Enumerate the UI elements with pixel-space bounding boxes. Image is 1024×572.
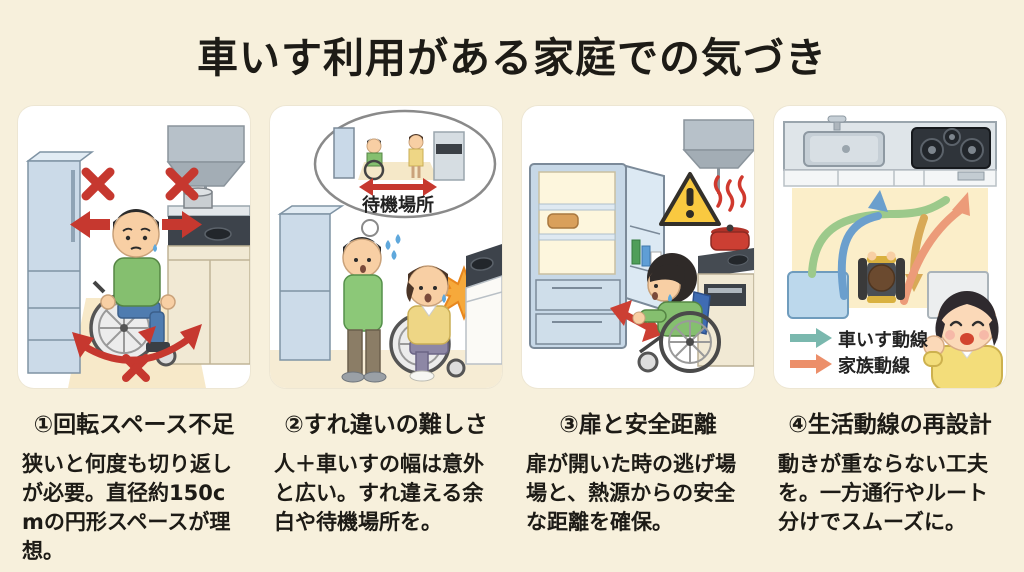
stove-counter-icon — [465, 244, 502, 365]
caption-turning-space: ①回転スペース不足 狭いと何度も切り返しが必要。直径約150cmの円形スペースが… — [18, 412, 250, 566]
flow-redesign-scene: 車いす動線 家族動線 — [783, 115, 1003, 388]
passing-scene: 待機場所 — [270, 109, 502, 388]
standing-man-icon — [341, 234, 401, 383]
sink-icon — [803, 115, 885, 167]
wheelchair-user-icon — [89, 209, 177, 367]
illustration-flow-redesign: 車いす動線 家族動線 — [774, 106, 1006, 388]
stove-top-icon — [911, 127, 991, 181]
caption-body: 人＋車いすの幅は意外と広い。すれ違える余白や待機場所を。 — [274, 452, 484, 535]
turning-space-scene — [25, 125, 250, 388]
legend-wheelchair-route: 車いす動線 — [838, 329, 928, 351]
caption-heading: ③扉と安全距離 — [559, 412, 717, 438]
caption-heading: ②すれ違いの難しさ — [284, 412, 488, 438]
thought-bubble: 待機場所 — [313, 109, 497, 250]
illustration-turning-space — [18, 106, 250, 388]
fridge-icon — [25, 151, 95, 374]
illustration-door-safety — [522, 106, 754, 388]
column-door-safety: ③扉と安全距離 扉が開いた時の逃げ場場と、熱源からの安全な距離を確保。 — [522, 106, 754, 566]
direction-arrows — [70, 211, 202, 358]
hot-pot-icon — [710, 175, 750, 251]
explaining-woman-icon — [923, 291, 1003, 388]
no-space-marks — [80, 167, 199, 382]
panel-grid: ①回転スペース不足 狭いと何度も切り返しが必要。直径約150cmの円形スペースが… — [0, 106, 1024, 566]
caption-passing: ②すれ違いの難しさ 人＋車いすの幅は意外と広い。すれ違える余白や待機場所を。 — [270, 412, 502, 537]
flow-arrows — [808, 190, 970, 305]
caption-body: 動きが重ならない工夫を。一方通行やルート分けでスムーズに。 — [778, 452, 988, 535]
caption-body: 扉が開いた時の逃げ場場と、熱源からの安全な距離を確保。 — [526, 452, 736, 535]
illustration-passing: 待機場所 — [270, 106, 502, 388]
fridge-icon — [277, 205, 345, 361]
column-flow-redesign: 車いす動線 家族動線 ④生活動線の再設計 動きが重ならない工夫を。一方通行やルー… — [774, 106, 1006, 566]
stove-counter-icon — [167, 187, 250, 365]
column-passing: 待機場所 — [270, 106, 502, 566]
stove-counter-icon — [697, 248, 754, 367]
wheelchair-user-icon — [632, 253, 721, 373]
warning-triangle-icon — [659, 172, 721, 226]
range-hood-icon — [682, 119, 754, 194]
caption-body: 狭いと何度も切り返しが必要。直径約150cmの円形スペースが理想。 — [22, 452, 232, 564]
caption-flow-redesign: ④生活動線の再設計 動きが重ならない工夫を。一方通行やルート分けでスムーズに。 — [774, 412, 1006, 537]
flow-legend: 車いす動線 家族動線 — [790, 328, 928, 377]
page-title: 車いす利用がある家庭での気づき — [197, 34, 827, 82]
door-safety-scene — [529, 119, 754, 373]
column-turning-space: ①回転スペース不足 狭いと何度も切り返しが必要。直径約150cmの円形スペースが… — [18, 106, 250, 566]
caption-heading: ①回転スペース不足 — [33, 412, 235, 438]
wheelchair-topdown-icon — [858, 251, 905, 303]
table-icon — [787, 271, 849, 319]
legend-family-route: 家族動線 — [838, 355, 910, 377]
caption-heading: ④生活動線の再設計 — [788, 412, 992, 438]
wheelchair-woman-icon — [389, 265, 466, 382]
caption-door-safety: ③扉と安全距離 扉が開いた時の逃げ場場と、熱源からの安全な距離を確保。 — [522, 412, 754, 537]
waiting-spot-label: 待機場所 — [362, 194, 434, 216]
